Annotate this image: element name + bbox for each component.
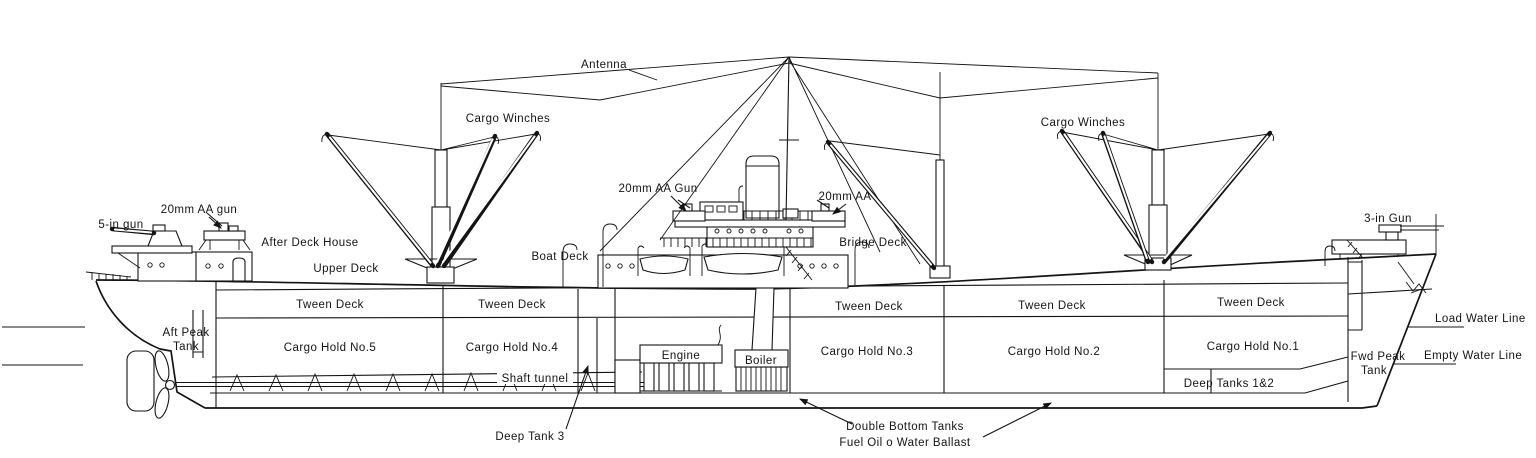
label-shaft-tunnel: Shaft tunnel bbox=[502, 373, 569, 385]
label-gun-3in: 3-in Gun bbox=[1364, 213, 1412, 225]
label-gun-20mm-bridge-fwd: 20mm AA Gun bbox=[618, 183, 697, 195]
label-cargo-hold-1: Cargo Hold No.1 bbox=[1207, 341, 1299, 353]
engine-room bbox=[614, 287, 789, 394]
label-double-bottom-1: Double Bottom Tanks bbox=[846, 421, 964, 433]
wheelhouse bbox=[699, 201, 744, 221]
bow-ladder bbox=[1346, 239, 1364, 260]
label-gun-20mm-aft-house: 20mm AA gun bbox=[161, 204, 238, 216]
label-boiler: Boiler bbox=[745, 355, 777, 367]
label-antenna: Antenna bbox=[581, 59, 627, 71]
label-bridge-deck: Bridge Deck bbox=[839, 237, 907, 249]
cowl-vent bbox=[562, 243, 578, 287]
label-cargo-hold-4: Cargo Hold No.4 bbox=[466, 342, 559, 354]
gun-3in bbox=[1378, 224, 1444, 241]
steam-pipe bbox=[738, 185, 744, 218]
propeller bbox=[154, 350, 176, 419]
funnel-uptake bbox=[751, 287, 775, 351]
funnel bbox=[745, 155, 780, 219]
label-cargo-winches-fwd: Cargo Winches bbox=[1041, 117, 1125, 129]
label-aft-peak-2: Tank bbox=[173, 341, 199, 353]
label-gun-20mm-bridge-aft: 20mm AA bbox=[818, 191, 871, 203]
label-tween-deck-2: Tween Deck bbox=[1018, 300, 1086, 312]
kingpost-aft bbox=[321, 83, 542, 284]
ladder bbox=[785, 246, 813, 281]
label-fwd-peak-2: Tank bbox=[1361, 365, 1387, 377]
label-tween-deck-3: Tween Deck bbox=[835, 301, 903, 313]
gun-20mm-bridge-aft-tub bbox=[811, 199, 846, 222]
boiler-label-box bbox=[734, 349, 789, 368]
gun-5in bbox=[109, 224, 193, 269]
label-upper-deck: Upper Deck bbox=[313, 263, 378, 275]
label-tween-deck-1: Tween Deck bbox=[1217, 297, 1285, 309]
cowl-vent bbox=[854, 241, 870, 285]
label-double-bottom-2: Fuel Oil o Water Ballast bbox=[839, 437, 971, 449]
labels: Antenna Cargo Winches Cargo Winches 5-in… bbox=[98, 59, 1525, 449]
label-gun-5in: 5-in gun bbox=[98, 219, 143, 231]
label-boat-deck: Boat Deck bbox=[531, 251, 588, 263]
kingpost-hold3 bbox=[823, 72, 951, 279]
label-cargo-hold-2: Cargo Hold No.2 bbox=[1008, 346, 1100, 358]
stern-railing bbox=[85, 271, 132, 281]
label-tween-deck-4: Tween Deck bbox=[478, 299, 546, 311]
gun-20mm-bridge-fwd-tub bbox=[672, 199, 706, 222]
door bbox=[232, 257, 246, 281]
label-aft-peak-1: Aft Peak bbox=[162, 327, 209, 339]
stern-frame bbox=[192, 310, 204, 358]
cowl-vent bbox=[1324, 245, 1336, 266]
label-after-deck-house: After Deck House bbox=[261, 237, 358, 249]
engine-label-box bbox=[639, 344, 723, 364]
bow-structures bbox=[1324, 214, 1444, 294]
after-deck-house bbox=[137, 251, 253, 282]
label-deep-tank-3: Deep Tank 3 bbox=[495, 431, 564, 443]
label-cargo-hold-3: Cargo Hold No.3 bbox=[821, 346, 913, 358]
pointer-arrows bbox=[208, 195, 1052, 438]
main-mast bbox=[785, 56, 790, 221]
label-cargo-hold-5: Cargo Hold No.5 bbox=[284, 342, 376, 354]
propeller-shaft bbox=[176, 382, 644, 387]
lifeboat-aft bbox=[637, 245, 691, 276]
kingpost-fwd bbox=[1057, 73, 1275, 271]
label-empty-water-line: Empty Water Line bbox=[1424, 350, 1522, 362]
cowl-vent bbox=[602, 223, 618, 287]
water-lines bbox=[2, 326, 1464, 366]
rudder bbox=[126, 350, 155, 412]
gun-20mm-aft-house bbox=[198, 212, 251, 251]
antenna-wires bbox=[440, 56, 1159, 101]
midship-superstructure bbox=[562, 56, 921, 289]
label-tween-deck-5: Tween Deck bbox=[296, 299, 364, 311]
antenna-pointer bbox=[628, 69, 658, 81]
anchor-mark bbox=[1405, 281, 1427, 294]
label-deep-tanks-1-2: Deep Tanks 1&2 bbox=[1184, 378, 1274, 390]
bow-gun-platform bbox=[1331, 239, 1407, 255]
label-cargo-winches-aft: Cargo Winches bbox=[466, 113, 550, 125]
boat-deck-railing bbox=[660, 237, 813, 247]
mast-stays bbox=[599, 56, 921, 265]
label-engine: Engine bbox=[662, 350, 701, 362]
label-fwd-peak-1: Fwd Peak bbox=[1351, 351, 1406, 363]
hawse-pipe bbox=[1397, 261, 1415, 285]
lifeboat-fwd bbox=[701, 243, 785, 276]
label-load-water-line: Load Water Line bbox=[1435, 313, 1526, 325]
